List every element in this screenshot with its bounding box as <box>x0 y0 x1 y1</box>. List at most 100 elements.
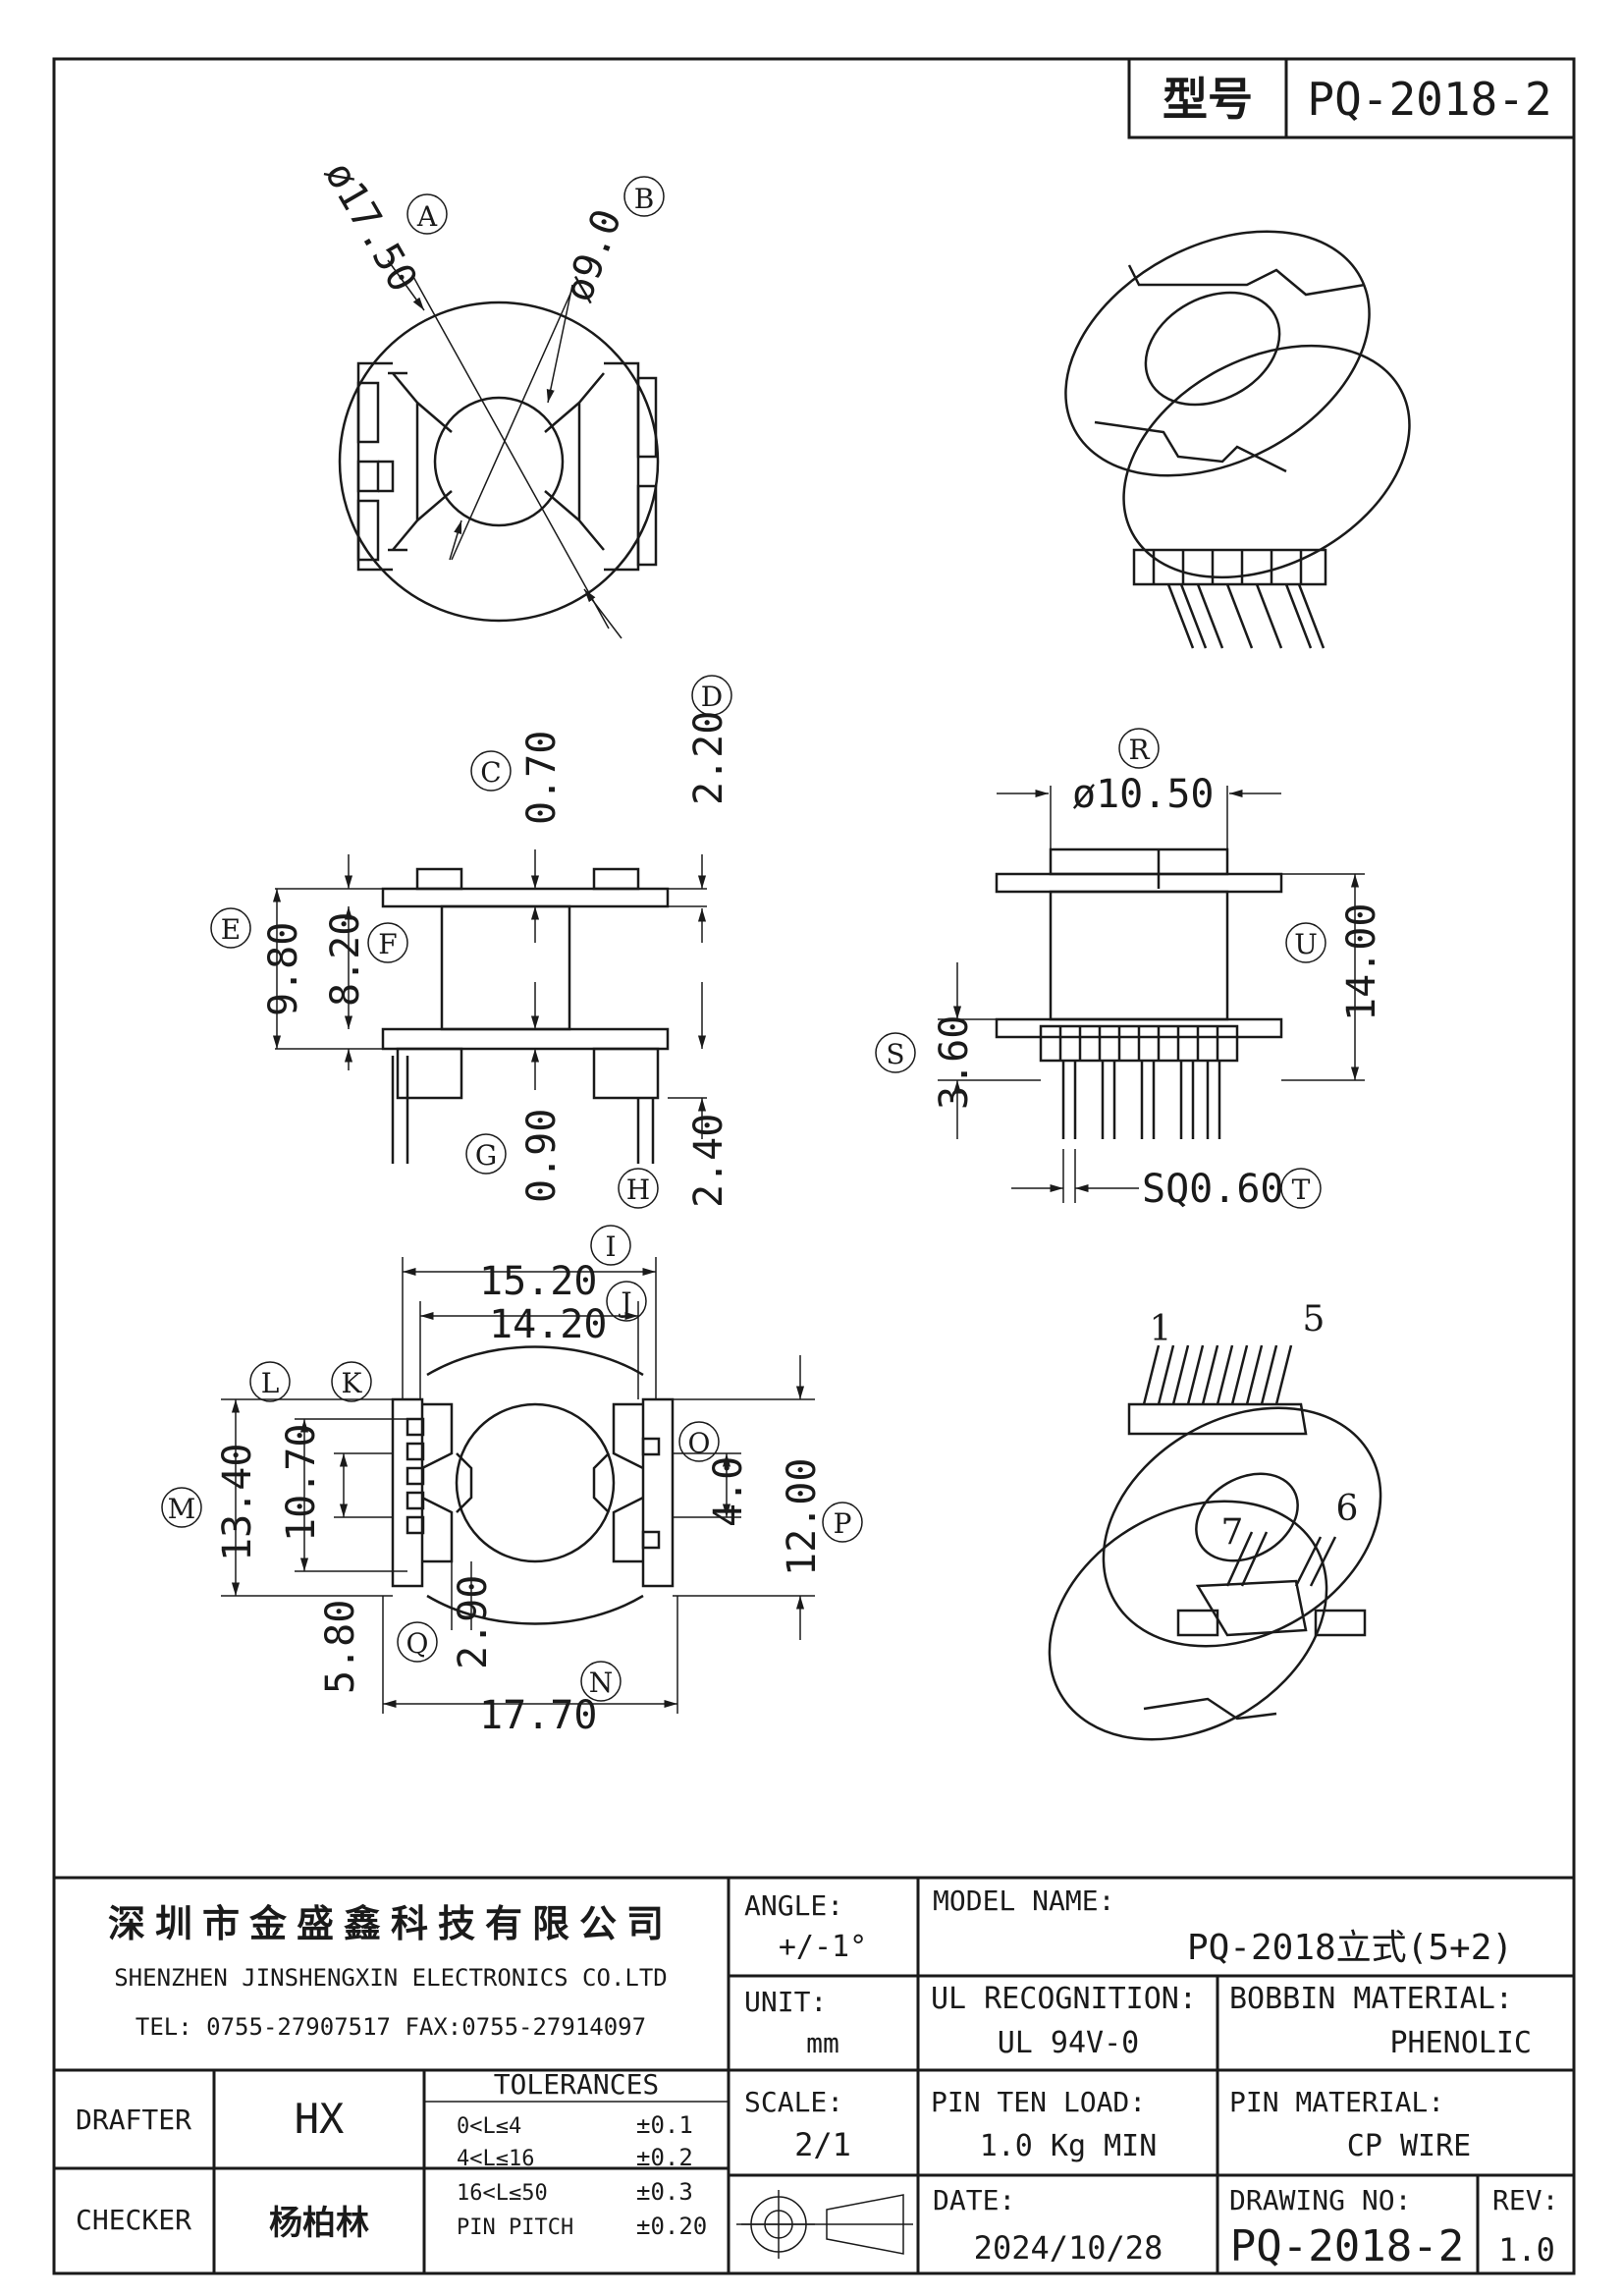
dim-h: 2.40 <box>686 1114 731 1208</box>
date-value: 2024/10/28 <box>974 2229 1163 2267</box>
tag-g-circle <box>465 1133 507 1175</box>
tol-value-0: ±0.1 <box>636 2111 693 2139</box>
tol-value-3: ±0.20 <box>636 2213 707 2240</box>
angle-value: +/-1° <box>779 1930 867 1964</box>
tag-e: E <box>221 913 241 946</box>
ul-value: UL 94V-0 <box>998 2026 1140 2060</box>
tol-value-1: ±0.2 <box>636 2144 693 2171</box>
tag-j-circle <box>606 1281 647 1322</box>
tag-o-circle <box>678 1421 720 1462</box>
dim-n: 17.70 <box>479 1693 597 1738</box>
tag-m: M <box>168 1493 196 1525</box>
dim-f: 8.20 <box>323 912 368 1007</box>
bobbin-material-label: BOBBIN MATERIAL: <box>1229 1982 1513 2016</box>
dim-o: 4.0 <box>706 1456 751 1527</box>
dim-d: 2.20 <box>686 711 731 805</box>
tag-k-circle <box>331 1361 372 1402</box>
tag-r: R <box>1128 734 1150 766</box>
drawing-border <box>52 57 1576 2275</box>
tag-t: T <box>1292 1174 1311 1206</box>
tag-d: D <box>701 681 723 713</box>
tol-range-2: 16<L≤50 <box>457 2181 548 2206</box>
top-view <box>338 274 660 629</box>
side-view-labels: 0.70 C 2.20 D E 9.80 8.20 F G 0.90 H 2.4… <box>210 675 732 1209</box>
tag-q: Q <box>406 1627 429 1660</box>
drawing-no-label: DRAWING NO: <box>1229 2184 1411 2216</box>
tag-r-circle <box>1118 728 1160 769</box>
dim-c: 0.70 <box>519 731 565 825</box>
tag-a-circle <box>406 193 448 235</box>
company-contact: TEL: 0755-27907517 FAX:0755-27914097 <box>135 2013 646 2041</box>
iso-pin-labels: 1 5 7 6 <box>1150 1299 1359 1553</box>
tol-range-3: PIN PITCH <box>457 2215 573 2240</box>
dim-u: 14.00 <box>1339 903 1384 1021</box>
model-name-value: PQ-2018立式(5+2) <box>1187 1928 1513 1968</box>
pin-5-label: 5 <box>1303 1299 1325 1339</box>
rev-label: REV: <box>1492 2184 1558 2216</box>
dim-dia-a: ø17.50 <box>315 154 425 300</box>
tag-p: P <box>834 1507 852 1540</box>
tag-c-circle <box>470 750 512 792</box>
bottom-view-labels: 15.20 I 14.20 J L K M 13.40 10.70 O 4.0 … <box>161 1225 863 1738</box>
bottom-view <box>391 1345 675 1625</box>
top-view-dimensions: ø17.50 A ø9.0 B <box>315 154 665 639</box>
tag-o: O <box>688 1427 711 1459</box>
pin-load-value: 1.0 Kg MIN <box>980 2129 1158 2163</box>
dim-580: 5.80 <box>318 1600 363 1694</box>
model-label: 型号 <box>1163 73 1253 126</box>
dim-q: 2.90 <box>451 1575 496 1669</box>
pin-material-label: PIN MATERIAL: <box>1229 2086 1444 2118</box>
dim-e: 9.80 <box>261 922 306 1016</box>
tag-f-circle <box>367 922 408 963</box>
tolerances-label: TOLERANCES <box>494 2068 660 2101</box>
tag-g: G <box>475 1139 497 1172</box>
dim-s: 3.60 <box>932 1015 977 1110</box>
dim-t: SQ0.60 <box>1142 1167 1284 1212</box>
title-block <box>54 1876 1574 2273</box>
tag-n-circle <box>580 1661 622 1702</box>
pin-7-label: 7 <box>1221 1512 1244 1553</box>
dim-p: 12.00 <box>780 1458 825 1576</box>
front-view <box>995 847 1283 1139</box>
date-label: DATE: <box>933 2184 1015 2216</box>
drafter-value: HX <box>295 2095 345 2143</box>
tag-f: F <box>378 928 397 960</box>
tag-h-circle <box>618 1168 659 1209</box>
tol-range-1: 4<L≤16 <box>457 2147 534 2171</box>
angle-label: ANGLE: <box>744 1889 843 1922</box>
tag-h: H <box>626 1174 650 1206</box>
tag-q-circle <box>397 1621 438 1663</box>
scale-label: SCALE: <box>744 2086 843 2118</box>
tag-u: U <box>1294 928 1318 960</box>
tag-n: N <box>589 1667 614 1699</box>
tag-s: S <box>886 1038 904 1070</box>
dim-dia-b: ø9.0 <box>556 203 630 307</box>
dim-l-value: 10.70 <box>279 1424 324 1542</box>
pin-6-label: 6 <box>1336 1489 1359 1529</box>
tag-c: C <box>480 756 501 789</box>
pin-material-value: CP WIRE <box>1347 2129 1471 2163</box>
header-model-box: 型号 PQ-2018-2 <box>1127 57 1576 139</box>
drawing-no-value: PQ-2018-2 <box>1230 2221 1464 2271</box>
side-view-dimensions <box>272 849 707 1139</box>
tol-range-0: 0<L≤4 <box>457 2114 521 2139</box>
dim-r: ø10.50 <box>1072 772 1215 817</box>
checker-value: 杨柏林 <box>269 2204 369 2243</box>
tag-u-circle <box>1285 922 1326 963</box>
bottom-view-dimensions <box>221 1257 815 1714</box>
tag-b: B <box>634 183 655 215</box>
dim-g: 0.90 <box>519 1109 565 1203</box>
unit-value: mm <box>806 2027 839 2059</box>
bobbin-material-value: PHENOLIC <box>1390 2026 1533 2060</box>
model-value: PQ-2018-2 <box>1307 73 1551 126</box>
projection-symbol <box>741 2190 904 2259</box>
tol-value-2: ±0.3 <box>636 2178 693 2206</box>
company-name-en: SHENZHEN JINSHENGXIN ELECTRONICS CO.LTD <box>114 1964 668 1992</box>
tag-t-circle <box>1280 1168 1322 1209</box>
dim-j: 14.20 <box>489 1302 607 1347</box>
ul-label: UL RECOGNITION: <box>931 1982 1197 2016</box>
tag-d-circle <box>691 675 732 716</box>
tag-a: A <box>416 200 438 233</box>
tag-p-circle <box>822 1502 863 1543</box>
